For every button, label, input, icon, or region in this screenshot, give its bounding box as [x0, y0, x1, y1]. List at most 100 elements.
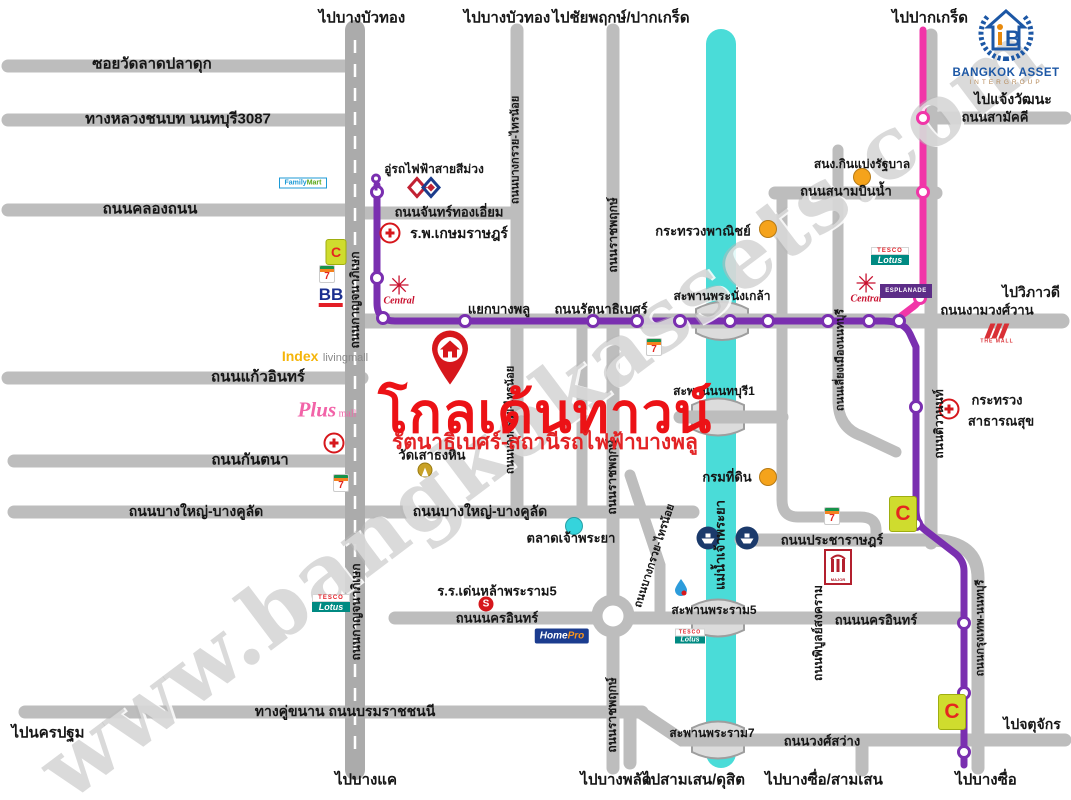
station-marker	[673, 314, 687, 328]
station-marker	[916, 185, 930, 199]
map-label: ทางหลวงชนบท นนทบุรี3087	[85, 110, 271, 128]
big-c-logo: C	[889, 496, 917, 532]
map-label: ร.ร.เด่นหล้าพระราม5	[437, 583, 557, 599]
purple-line-depot-icon	[370, 173, 382, 197]
central-logo: ✳Central	[383, 270, 415, 307]
the-mall-logo: THE MALL	[980, 323, 1013, 345]
water-drop-icon	[675, 579, 687, 601]
denla-school-logo: S	[478, 596, 494, 612]
landmark-dot	[759, 220, 777, 238]
map-label: ไปบางซื่อ	[955, 771, 1017, 789]
bem-rail-logo	[406, 176, 447, 204]
station-marker	[892, 314, 906, 328]
map-label: ไปบางแค	[334, 771, 398, 789]
station-marker	[761, 314, 775, 328]
map-label: ซอยวัดลาดปลาดุก	[92, 55, 212, 73]
map-label: แม่น้ำเจ้าพระยา	[712, 500, 728, 590]
map-label: ถนนเลี่ยงเมืองนนทบุรี	[834, 308, 847, 412]
esplanade-logo: ESPLANADE	[880, 284, 932, 298]
map-label: ถนนวงศ์สว่าง	[783, 733, 861, 749]
property-subtitle: รัตนาธิเบศร์-สถานีรถไฟฟ้าบางพลู	[392, 431, 698, 454]
map-label: ถนนรัตนาธิเบศร์	[554, 301, 648, 317]
map-label: กระทรวง	[971, 392, 1023, 408]
map-label: กระทรวงพาณิชย์	[655, 223, 751, 239]
station-marker	[957, 616, 971, 630]
seven-eleven-logo: 7	[646, 338, 662, 356]
map-label: วัดเสาธงหิน	[398, 447, 466, 463]
landmark-dot	[759, 468, 777, 486]
map-label: ถนนคลองถนน	[102, 200, 198, 218]
map-label: ถนนกาญจนาภิเษก	[348, 251, 362, 349]
big-c-logo: C	[325, 239, 347, 265]
station-marker	[630, 314, 644, 328]
map-label: ถนนพิบูลย์สงคราม	[811, 585, 825, 681]
plus-mall-logo: Plus mall	[297, 397, 357, 422]
station-marker	[821, 314, 835, 328]
map-label: ถนนบางกรวย-ไทรน้อย	[509, 95, 522, 205]
map-label: ร.พ.เกษมราษฎร์	[410, 225, 508, 241]
bangkok-asset-logo: B BANGKOK ASSET INTERGROUP	[952, 5, 1060, 86]
map-label: สะพานพระนั่งเกล้า	[673, 289, 771, 303]
map-label: อู่รถไฟฟ้าสายสีม่วง	[384, 162, 484, 176]
station-marker	[723, 314, 737, 328]
map-label: ถนนแก้วอินทร์	[211, 368, 305, 386]
map-label: ไปสามเสน/ดุสิต	[643, 771, 745, 789]
station-marker	[586, 314, 600, 328]
map-label: ไปบางบัวทอง	[463, 9, 551, 27]
familymart-logo: FamilyMart	[279, 177, 327, 189]
map-label: ไปบางบัวทอง	[318, 9, 406, 27]
bangkok-asset-emblem-icon: B	[978, 8, 1034, 62]
brand-name: BANGKOK ASSET	[952, 67, 1060, 79]
map-label: ถนนจันทร์ทองเอี่ยม	[394, 204, 504, 220]
map-label: ไปนครปฐม	[11, 724, 85, 742]
seven-eleven-logo: 7	[319, 265, 335, 283]
map-label: ถนนสามัคคี	[961, 109, 1029, 125]
temple-icon	[417, 462, 433, 478]
station-marker	[957, 745, 971, 759]
map-label: สาธารณสุข	[967, 413, 1035, 429]
brand-subname: INTERGROUP	[969, 79, 1043, 86]
map-label: ถนนสนามบินน้ำ	[800, 183, 892, 199]
map-label: กรมที่ดิน	[702, 469, 752, 485]
map-label: ถนนราชพฤกษ์	[606, 197, 620, 273]
svg-text:B: B	[1005, 26, 1021, 51]
map-label: ถนนราชพฤกษ์	[605, 677, 619, 753]
hospital-cross-icon	[379, 222, 401, 244]
seven-eleven-logo: 7	[333, 474, 349, 492]
bb-market-logo: BB	[319, 286, 343, 307]
map-label: ถนนติวานนท์	[932, 389, 946, 459]
map-label: ถนนบางใหญ่-บางคูลัด	[128, 503, 264, 519]
map-label: ถนนประชาราษฎร์	[780, 532, 884, 548]
map-label: ถนนงามวงศ์วาน	[940, 302, 1034, 318]
map-label: ตลาดเจ้าพระยา	[526, 530, 616, 546]
station-marker	[376, 311, 390, 325]
map-label: ไปปากเกร็ด	[891, 9, 969, 27]
map-label: แยกบางพลู	[467, 301, 531, 317]
mrt-pink-line	[897, 26, 927, 320]
homepro-logo: HomePro	[534, 628, 590, 644]
station-marker	[862, 314, 876, 328]
landmark-dot	[853, 168, 871, 186]
station-marker	[458, 314, 472, 328]
map-label: ถนนนครอินทร์	[455, 610, 539, 626]
map-label: ทางคู่ขนาน ถนนบรมราชชนนี	[254, 703, 436, 719]
map-label: ไปจตุจักร	[1003, 716, 1061, 732]
station-marker	[909, 400, 923, 414]
map-label: ถนนกันตนา	[211, 451, 289, 469]
market-dot	[565, 517, 583, 535]
map-label: ไปบางพลัด	[580, 771, 652, 789]
index-livingmall-logo: Index livingmall	[281, 348, 369, 364]
property-title: โกลเด้นทาวน์	[378, 382, 713, 444]
roundabout	[591, 594, 635, 638]
map-label: ไปบางซื่อ/สามเสน	[765, 771, 883, 789]
map-label: ถนนกรุงเทพ-นนทบุรี	[974, 579, 987, 677]
map-label: ถนนนครอินทร์	[834, 612, 918, 628]
map-label: ไปวิภาวดี	[1002, 284, 1060, 300]
central-logo: ✳Central	[850, 268, 882, 305]
map-label: สะพานนนทบุรี1	[673, 384, 755, 398]
